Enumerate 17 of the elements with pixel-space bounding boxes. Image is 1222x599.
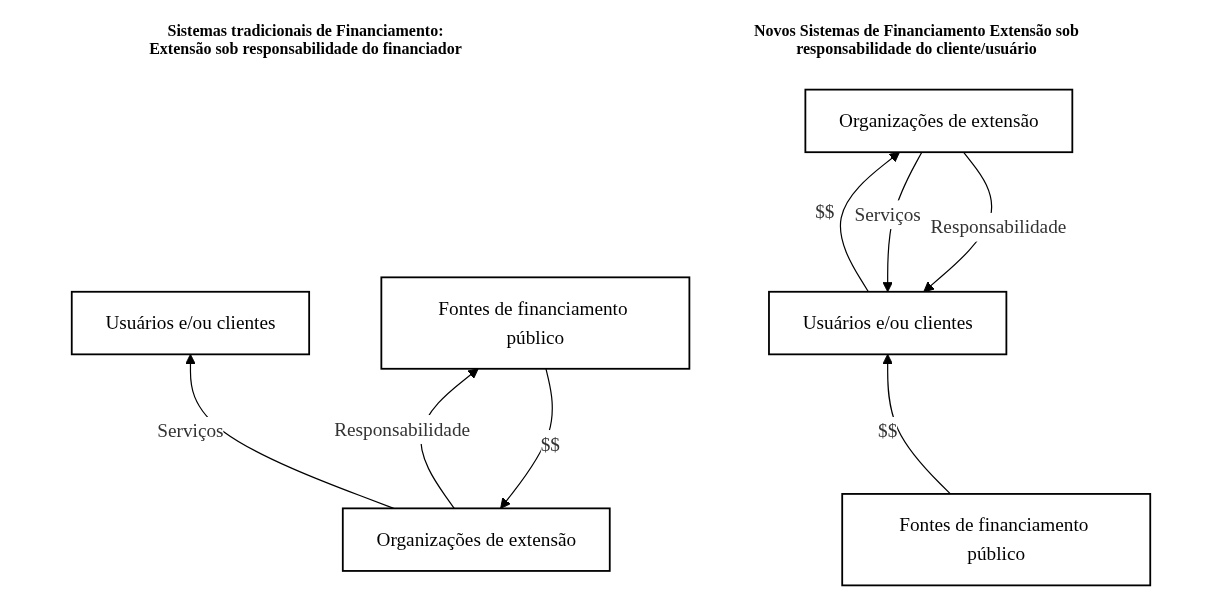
node-box: Usuários e/ou clientes bbox=[70, 290, 311, 356]
edge-label: $$ bbox=[540, 433, 560, 455]
edge-label: $$ bbox=[878, 420, 898, 441]
node-box: Fontes de financiamento público bbox=[380, 276, 691, 370]
edge-label: Serviços bbox=[854, 203, 921, 225]
node-box: Fontes de financiamento público bbox=[841, 493, 1152, 587]
heading: Sistemas tradicionais de Financiamento: Extensão sob responsabilidade do financiador bbox=[148, 22, 463, 58]
edge-label: Responsabilidade bbox=[930, 216, 1067, 237]
edge-label: $$ bbox=[815, 200, 835, 222]
arrow bbox=[839, 151, 900, 293]
node-box: Usuários e/ou clientes bbox=[768, 290, 1008, 356]
heading: Novos Sistemas de Financiamento Extensão sob responsabilidade do cliente/usuário bbox=[753, 22, 1080, 58]
node-box: Organizações de extensão bbox=[804, 88, 1074, 154]
edge-label: Responsabilidade bbox=[334, 418, 471, 440]
edge-label: Serviços bbox=[157, 420, 224, 441]
node-box: Organizações de extensão bbox=[341, 507, 611, 572]
arrow bbox=[882, 353, 951, 495]
